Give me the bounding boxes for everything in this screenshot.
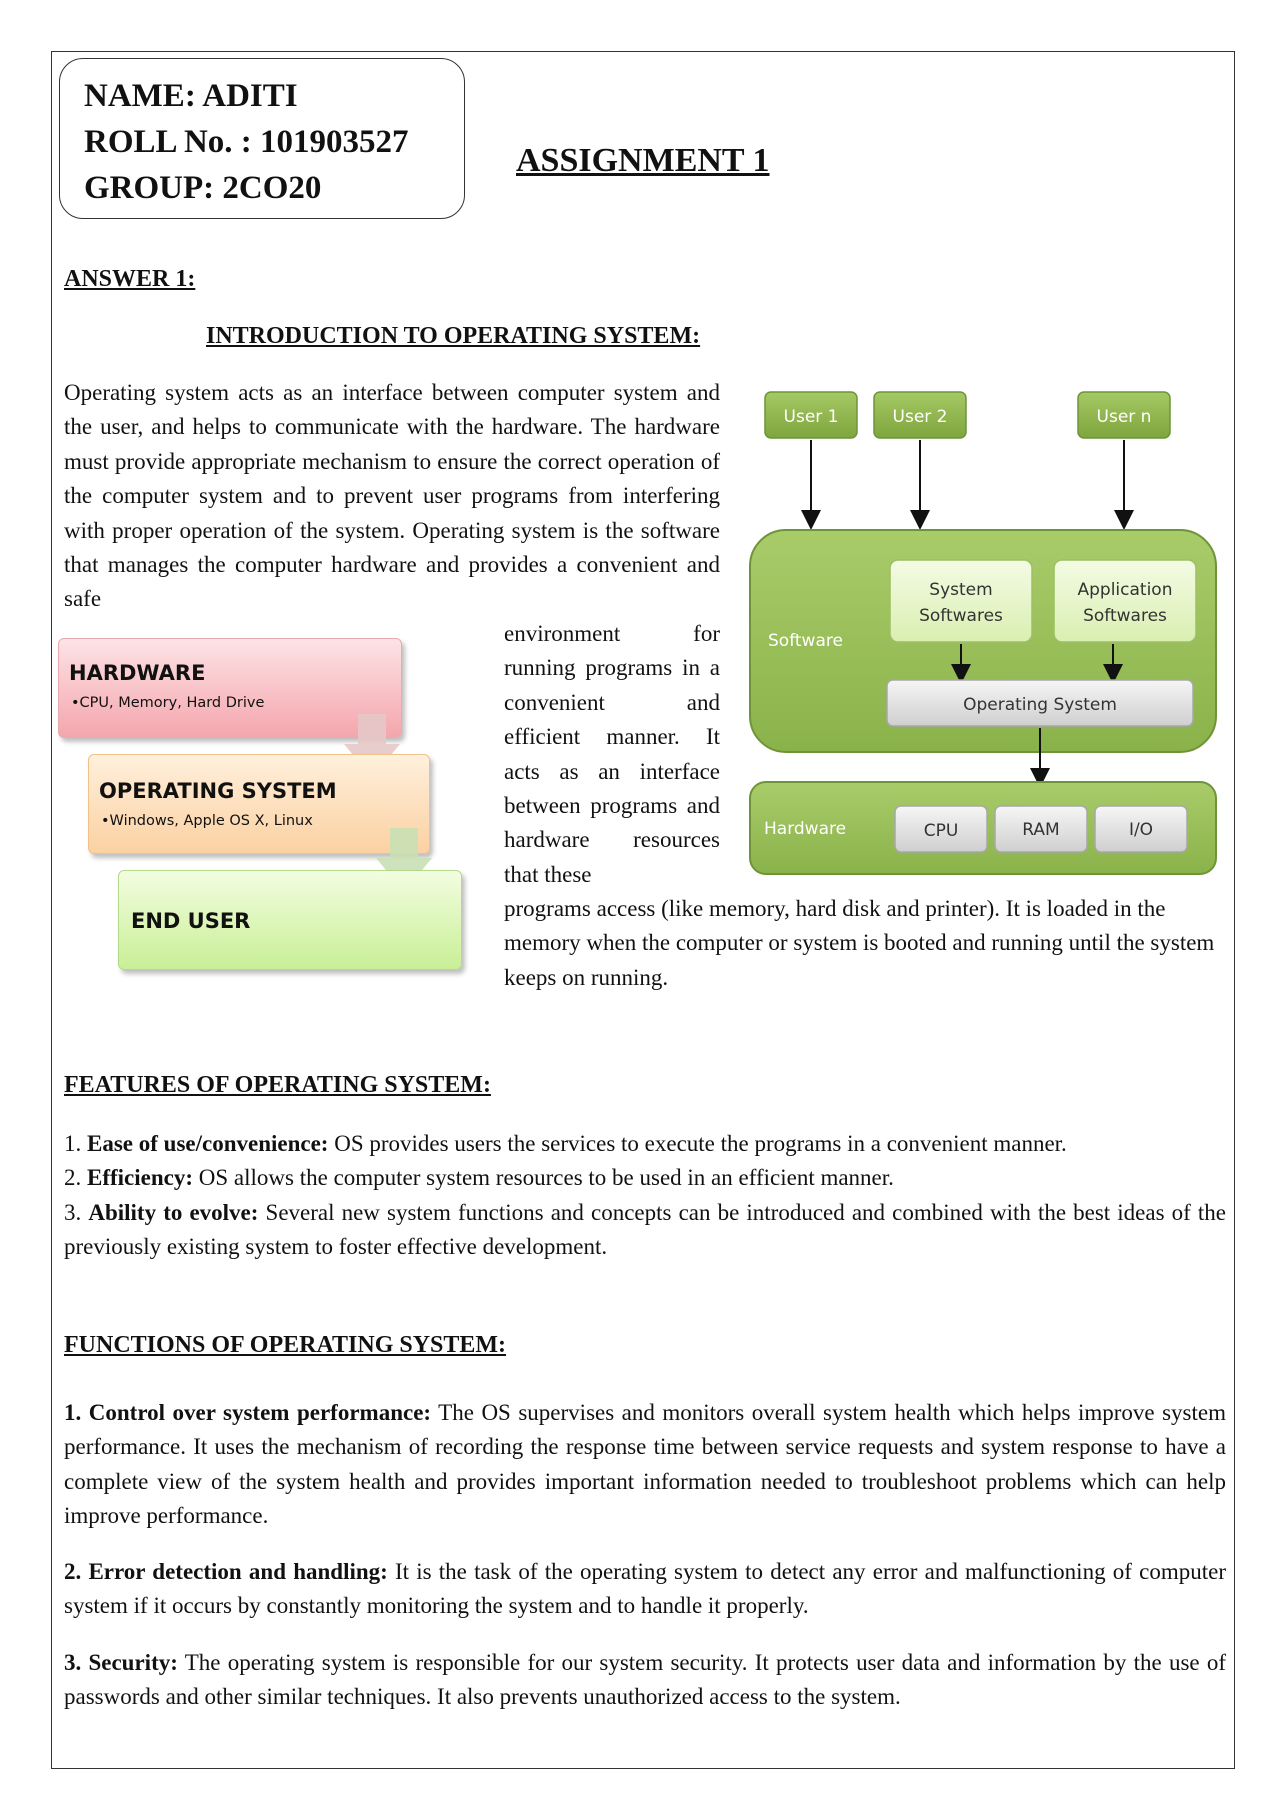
system-softwares-line2: Softwares	[919, 606, 1003, 626]
assignment-title: ASSIGNMENT 1	[516, 142, 770, 179]
function-item: 2. Error detection and handling: It is t…	[64, 1555, 1226, 1624]
down-arrow-icon	[344, 714, 400, 778]
ram-box: RAM	[994, 805, 1088, 853]
user-1-label: User 1	[784, 407, 839, 427]
feature-number: 1.	[64, 1131, 82, 1156]
end-user-layer-title: END USER	[131, 909, 251, 933]
feature-text: Several new system functions and concept…	[64, 1199, 1227, 1260]
application-softwares-line1: Application	[1078, 580, 1173, 600]
feature-item: 1. Ease of use/convenience: OS provides …	[64, 1127, 1226, 1161]
student-group: GROUP: 2CO20	[84, 170, 322, 206]
hardware-label: Hardware	[764, 819, 846, 839]
os-layer-sub: •Windows, Apple OS X, Linux	[101, 813, 313, 829]
os-layer-box: OPERATING SYSTEM •Windows, Apple OS X, L…	[88, 754, 430, 854]
features-list: 1. Ease of use/convenience: OS provides …	[64, 1127, 1226, 1265]
feature-title: Ease of use/convenience:	[87, 1131, 329, 1156]
function-text: The operating system is responsible for …	[64, 1650, 1226, 1710]
operating-system-box: Operating System	[886, 679, 1194, 727]
feature-number: 3.	[64, 1199, 82, 1225]
application-softwares-box: Application Softwares	[1053, 559, 1197, 643]
page-border	[51, 51, 1235, 1769]
system-softwares-box: System Softwares	[889, 559, 1033, 643]
user-n-box: User n	[1077, 391, 1171, 439]
system-softwares-line1: System	[929, 580, 992, 600]
os-layer-diagram: HARDWARE •CPU, Memory, Hard Drive OPERAT…	[56, 632, 476, 976]
software-label: Software	[768, 631, 843, 651]
function-title: 2. Error detection and handling:	[64, 1559, 388, 1584]
intro-paragraph-3: programs access (like memory, hard disk …	[504, 896, 1215, 990]
io-label: I/O	[1129, 820, 1153, 840]
hardware-layer-sub: •CPU, Memory, Hard Drive	[71, 695, 265, 711]
function-title: 3. Security:	[64, 1650, 178, 1675]
user-2-box: User 2	[873, 391, 967, 439]
feature-title: Ability to evolve:	[88, 1199, 259, 1225]
function-item: 3. Security: The operating system is res…	[64, 1646, 1226, 1715]
application-softwares-line2: Softwares	[1083, 606, 1167, 626]
cpu-box: CPU	[894, 805, 988, 853]
function-text: It is the task of the operating system t…	[64, 1559, 1226, 1619]
os-layer-title: OPERATING SYSTEM	[99, 779, 337, 803]
user-n-label: User n	[1097, 407, 1152, 427]
user-1-box: User 1	[764, 391, 858, 439]
ram-label: RAM	[1022, 820, 1059, 840]
feature-item: 2. Efficiency: OS allows the computer sy…	[64, 1161, 1226, 1195]
feature-title: Efficiency:	[87, 1165, 194, 1191]
features-heading: FEATURES OF OPERATING SYSTEM:	[64, 1072, 491, 1098]
student-roll: ROLL No. : 101903527	[84, 124, 409, 160]
user-2-label: User 2	[893, 407, 948, 427]
function-item: 1. Control over system performance: The …	[64, 1396, 1226, 1534]
intro-paragraph-2: environment for running programs in a co…	[504, 621, 720, 887]
down-arrow-icon	[376, 828, 432, 892]
hardware-layer-title: HARDWARE	[69, 661, 206, 685]
feature-text: OS provides users the services to execut…	[328, 1131, 1067, 1156]
os-architecture-diagram: User 1 User 2 User n Software System Sof…	[749, 391, 1217, 875]
functions-heading: FUNCTIONS OF OPERATING SYSTEM:	[64, 1332, 507, 1358]
intro-paragraph-1: Operating system acts as an interface be…	[64, 380, 720, 612]
function-title: 1. Control over system performance:	[64, 1400, 432, 1425]
function-text: The OS supervises and monitors overall s…	[64, 1400, 1226, 1529]
operating-system-label: Operating System	[963, 695, 1117, 715]
feature-number: 2.	[64, 1165, 82, 1191]
cpu-label: CPU	[924, 821, 959, 841]
io-box: I/O	[1094, 805, 1188, 853]
end-user-layer-box: END USER	[118, 870, 462, 970]
student-info-box: NAME: ADITI ROLL No. : 101903527 GROUP: …	[59, 58, 465, 219]
feature-text: OS allows the computer system resources …	[193, 1165, 894, 1191]
answer-heading: ANSWER 1:	[64, 266, 196, 292]
intro-heading: INTRODUCTION TO OPERATING SYSTEM:	[206, 323, 701, 349]
feature-item: 3. Ability to evolve: Several new system…	[64, 1196, 1226, 1265]
hardware-layer-box: HARDWARE •CPU, Memory, Hard Drive	[58, 638, 402, 738]
student-name: NAME: ADITI	[84, 78, 298, 114]
